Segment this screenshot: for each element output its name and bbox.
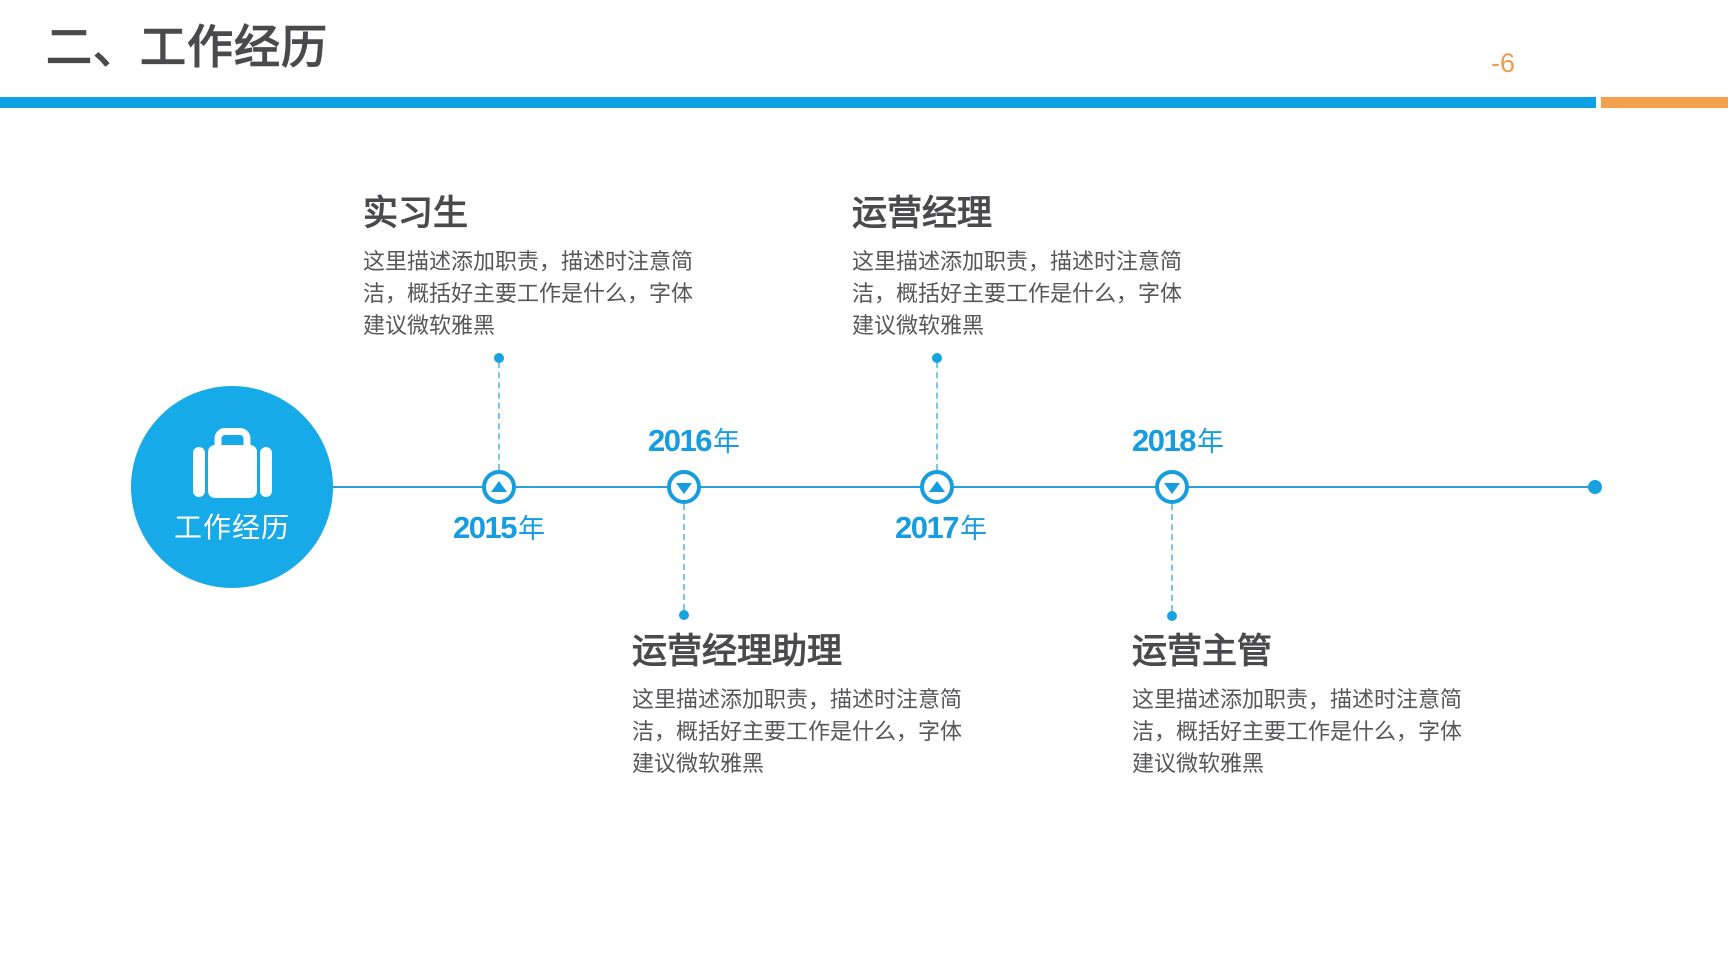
role-block-2016: 运营经理助理 这里描述添加职责，描述时注意简 洁，概括好主要工作是什么，字体 建… bbox=[632, 632, 962, 780]
year-suffix: 年 bbox=[959, 514, 987, 544]
role-block-2017: 运营经理 这里描述添加职责，描述时注意简 洁，概括好主要工作是什么，字体 建议微… bbox=[852, 194, 1182, 342]
triangle-down-icon bbox=[1164, 482, 1180, 494]
milestone-connector bbox=[498, 362, 500, 470]
header-rule-orange bbox=[1601, 97, 1728, 108]
year-digits: 2016 bbox=[648, 423, 712, 458]
role-description-line: 这里描述添加职责，描述时注意简 bbox=[852, 249, 1183, 274]
role-title: 运营经理助理 bbox=[632, 632, 843, 671]
role-title: 运营主管 bbox=[1132, 632, 1273, 671]
triangle-up-icon bbox=[929, 480, 945, 492]
year-digits: 2017 bbox=[895, 510, 959, 545]
year-suffix: 年 bbox=[517, 514, 545, 544]
role-description-line: 这里描述添加职责，描述时注意简 bbox=[632, 687, 963, 712]
timeline-end-dot bbox=[1588, 480, 1602, 494]
milestone-node-dot bbox=[1167, 611, 1177, 621]
page-title: 二、工作经历 bbox=[46, 21, 328, 73]
year-digits: 2015 bbox=[453, 510, 517, 545]
year-label-2017: 2017年 bbox=[895, 512, 987, 543]
role-description-line: 建议微软雅黑 bbox=[852, 313, 985, 338]
milestone-marker-2016 bbox=[667, 470, 701, 504]
header-rule-blue bbox=[0, 97, 1596, 108]
role-description-line: 建议微软雅黑 bbox=[632, 751, 765, 776]
role-description-line: 洁，概括好主要工作是什么，字体 bbox=[852, 281, 1183, 306]
milestone-node-dot bbox=[494, 353, 504, 363]
milestone-connector bbox=[683, 504, 685, 610]
triangle-up-icon bbox=[491, 480, 507, 492]
milestone-marker-2015 bbox=[482, 470, 516, 504]
triangle-down-icon bbox=[676, 482, 692, 494]
role-block-2015: 实习生 这里描述添加职责，描述时注意简 洁，概括好主要工作是什么，字体 建议微软… bbox=[363, 194, 693, 342]
role-title: 运营经理 bbox=[852, 194, 993, 233]
milestone-connector bbox=[1171, 504, 1173, 611]
year-digits: 2018 bbox=[1132, 423, 1196, 458]
year-label-2015: 2015年 bbox=[453, 512, 545, 543]
briefcase-icon bbox=[193, 428, 272, 503]
hub-label: 工作经历 bbox=[173, 512, 290, 543]
role-description-line: 这里描述添加职责，描述时注意简 bbox=[1132, 687, 1463, 712]
year-suffix: 年 bbox=[1196, 427, 1224, 457]
milestone-marker-2018 bbox=[1155, 470, 1189, 504]
role-description-line: 洁，概括好主要工作是什么，字体 bbox=[1132, 719, 1463, 744]
milestone-connector bbox=[936, 362, 938, 470]
role-description-line: 建议微软雅黑 bbox=[363, 313, 496, 338]
milestone-node-dot bbox=[932, 353, 942, 363]
role-block-2018: 运营主管 这里描述添加职责，描述时注意简 洁，概括好主要工作是什么，字体 建议微… bbox=[1132, 632, 1462, 780]
role-title: 实习生 bbox=[363, 194, 469, 233]
role-description-line: 建议微软雅黑 bbox=[1132, 751, 1265, 776]
year-label-2016: 2016年 bbox=[648, 425, 740, 456]
timeline-line bbox=[333, 486, 1595, 488]
milestone-marker-2017 bbox=[920, 470, 954, 504]
role-description-line: 洁，概括好主要工作是什么，字体 bbox=[632, 719, 963, 744]
year-suffix: 年 bbox=[712, 427, 740, 457]
year-label-2018: 2018年 bbox=[1132, 425, 1224, 456]
role-description-line: 这里描述添加职责，描述时注意简 bbox=[363, 249, 694, 274]
page-number: -6 bbox=[1490, 48, 1515, 78]
milestone-node-dot bbox=[679, 610, 689, 620]
role-description-line: 洁，概括好主要工作是什么，字体 bbox=[363, 281, 694, 306]
